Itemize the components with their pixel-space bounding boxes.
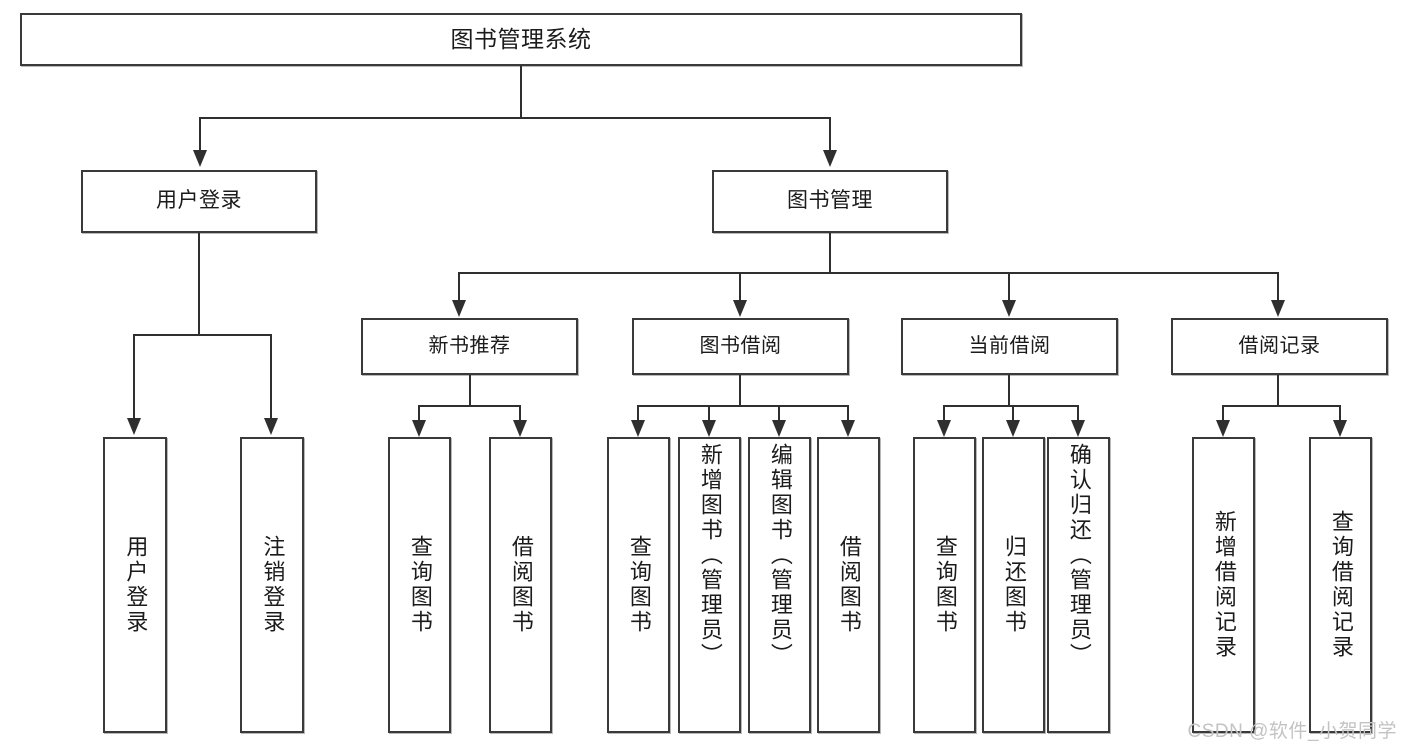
leaf-current-borrow-return-books[interactable]: 归还图书 (982, 437, 1045, 733)
node-label: 查询图书 (932, 535, 958, 635)
connector-root-bus (199, 117, 831, 119)
connector-user-login-drop-1 (133, 334, 135, 420)
arrowhead-to-current-borrow (1002, 300, 1016, 317)
leaf-book-borrow-query-books[interactable]: 查询图书 (607, 437, 670, 733)
arrowhead-current-borrow-3 (1071, 420, 1085, 437)
connector-new-book-drop-1 (418, 405, 420, 422)
node-label: 查询图书 (407, 535, 433, 635)
arrowhead-current-borrow-2 (1006, 420, 1020, 437)
connector-to-book-borrow (739, 272, 741, 302)
connector-current-borrow-drop-3 (1077, 405, 1079, 422)
node-label: 当前借阅 (968, 334, 1051, 357)
node-label: 确认归还（管理员） (1066, 443, 1092, 668)
node-label: 图书管理 (787, 189, 873, 213)
connector-book-borrow-stem (739, 375, 741, 406)
leaf-book-borrow-add-book-admin[interactable]: 新增图书（管理员） (678, 437, 741, 733)
connector-book-borrow-bus (637, 405, 849, 407)
leaf-current-borrow-query-books[interactable]: 查询图书 (913, 437, 976, 733)
arrowhead-new-book-2 (513, 420, 527, 437)
arrowhead-to-new-book (452, 300, 466, 317)
connector-new-book-drop-2 (519, 405, 521, 422)
connector-current-borrow-drop-1 (943, 405, 945, 422)
arrowhead-borrow-record-1 (1216, 420, 1230, 437)
node-label: 用户登录 (156, 189, 242, 213)
connector-current-borrow-stem (1008, 375, 1010, 406)
connector-current-borrow-bus (943, 405, 1079, 407)
node-label: 查询借阅记录 (1328, 510, 1354, 660)
node-label: 编辑图书（管理员） (767, 443, 793, 668)
arrowhead-current-borrow-1 (937, 420, 951, 437)
arrowhead-book-borrow-1 (631, 420, 645, 437)
node-user-login[interactable]: 用户登录 (81, 170, 317, 233)
arrowhead-user-login-1 (127, 418, 141, 435)
connector-to-user-login (199, 117, 201, 153)
connector-new-book-bus (418, 405, 521, 407)
node-label: 用户登录 (123, 535, 149, 635)
connector-borrow-record-stem (1277, 375, 1279, 406)
node-label: 注销登录 (260, 535, 286, 635)
connector-user-login-stem (198, 233, 200, 335)
connector-to-book-management (829, 117, 831, 153)
arrowhead-to-borrow-record (1271, 300, 1285, 317)
connector-user-login-bus (133, 334, 272, 336)
leaf-book-borrow-edit-book-admin[interactable]: 编辑图书（管理员） (748, 437, 811, 733)
node-label: 查询图书 (626, 535, 652, 635)
leaf-book-borrow-borrow-books[interactable]: 借阅图书 (817, 437, 880, 733)
node-label: 图书管理系统 (450, 25, 592, 52)
csdn-watermark: CSDN @软件_小贺同学 (1187, 721, 1397, 742)
connector-book-management-stem (829, 233, 831, 273)
connector-to-current-borrow (1008, 272, 1010, 302)
connector-to-borrow-record (1277, 272, 1279, 302)
arrowhead-borrow-record-2 (1333, 420, 1347, 437)
node-borrowing-record[interactable]: 借阅记录 (1171, 318, 1388, 375)
node-label: 借阅图书 (836, 535, 862, 635)
leaf-current-borrow-confirm-return-admin[interactable]: 确认归还（管理员） (1047, 437, 1110, 733)
arrowhead-to-book-management (823, 150, 837, 167)
arrowhead-user-login-2 (264, 418, 278, 435)
connector-root-stem (520, 66, 522, 118)
connector-book-borrow-drop-1 (637, 405, 639, 422)
node-new-book-recommendation[interactable]: 新书推荐 (361, 318, 578, 375)
node-root-library-management-system[interactable]: 图书管理系统 (20, 13, 1022, 66)
connector-user-login-drop-2 (270, 334, 272, 420)
arrowhead-to-user-login (193, 150, 207, 167)
leaf-new-book-query-books[interactable]: 查询图书 (388, 437, 451, 733)
connector-book-borrow-drop-3 (778, 405, 780, 422)
node-label: 新书推荐 (428, 334, 511, 357)
node-book-management[interactable]: 图书管理 (712, 170, 948, 233)
connector-new-book-stem (469, 375, 471, 406)
connector-borrow-record-drop-1 (1222, 405, 1224, 422)
node-label: 新增图书（管理员） (697, 443, 723, 668)
leaf-borrow-record-add-record[interactable]: 新增借阅记录 (1192, 437, 1255, 733)
connector-borrow-record-bus (1222, 405, 1341, 407)
connector-book-management-bus (458, 272, 1278, 274)
connector-book-borrow-drop-4 (847, 405, 849, 422)
node-label: 归还图书 (1001, 535, 1027, 635)
arrowhead-book-borrow-2 (702, 420, 716, 437)
arrowhead-book-borrow-4 (841, 420, 855, 437)
leaf-borrow-record-query-record[interactable]: 查询借阅记录 (1309, 437, 1372, 733)
node-label: 借阅图书 (508, 535, 534, 635)
connector-to-new-book (458, 272, 460, 302)
node-current-borrowing[interactable]: 当前借阅 (901, 318, 1118, 375)
arrowhead-to-book-borrow (733, 300, 747, 317)
connector-borrow-record-drop-2 (1339, 405, 1341, 422)
node-label: 借阅记录 (1238, 334, 1321, 357)
leaf-new-book-borrow-books[interactable]: 借阅图书 (489, 437, 552, 733)
node-label: 新增借阅记录 (1211, 510, 1237, 660)
node-book-borrowing[interactable]: 图书借阅 (632, 318, 849, 375)
arrowhead-new-book-1 (412, 420, 426, 437)
node-label: 图书借阅 (699, 334, 782, 357)
leaf-logout[interactable]: 注销登录 (240, 437, 304, 733)
arrowhead-book-borrow-3 (772, 420, 786, 437)
leaf-user-login[interactable]: 用户登录 (103, 437, 167, 733)
connector-book-borrow-drop-2 (708, 405, 710, 422)
connector-current-borrow-drop-2 (1012, 405, 1014, 422)
